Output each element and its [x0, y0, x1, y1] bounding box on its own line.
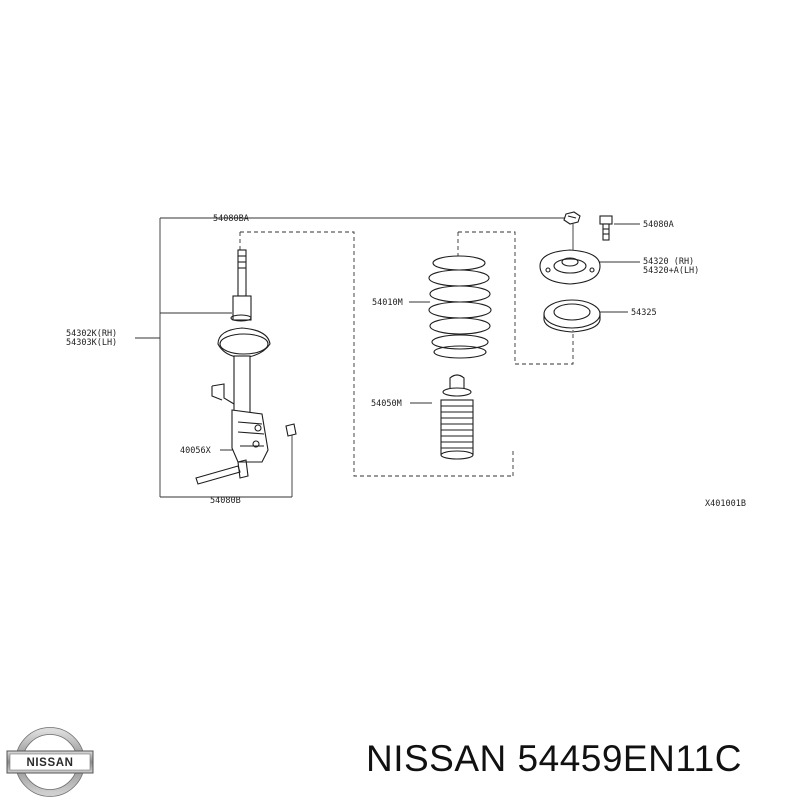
label-mount-rh: 54320 (RH): [643, 257, 694, 267]
logo-wordmark: NISSAN: [26, 757, 73, 769]
label-54010m: 54010M: [372, 298, 403, 308]
label-strut-lh: 54303K(LH): [66, 338, 117, 348]
part-title: NISSAN 54459EN11C: [366, 738, 742, 779]
label-54325: 54325: [631, 308, 657, 318]
label-54050m: 54050M: [371, 399, 402, 409]
figure-code: X401001B: [705, 499, 746, 509]
strut-assembly: [195, 249, 297, 485]
leader-lines: [135, 217, 640, 498]
top-nut: [563, 211, 581, 225]
coil-spring: [428, 255, 492, 359]
nissan-logo: NISSAN: [6, 727, 94, 797]
label-strut-rh: 54302K(RH): [66, 329, 117, 339]
part-labels: 54080BA 54080A 54302K(RH) 54303K(LH) 540…: [66, 214, 746, 509]
label-54080ba: 54080BA: [213, 214, 249, 224]
label-54080b: 54080B: [210, 496, 241, 506]
label-40056x: 40056X: [180, 446, 212, 456]
label-54080a: 54080A: [643, 220, 674, 230]
strut-mount: [539, 249, 601, 285]
bolt-54080a: [599, 215, 613, 241]
dashed-group-lines: [239, 231, 574, 477]
label-mount-lh: 54320+A(LH): [643, 266, 699, 276]
bearing: [543, 299, 601, 333]
dust-boot: [440, 374, 474, 460]
